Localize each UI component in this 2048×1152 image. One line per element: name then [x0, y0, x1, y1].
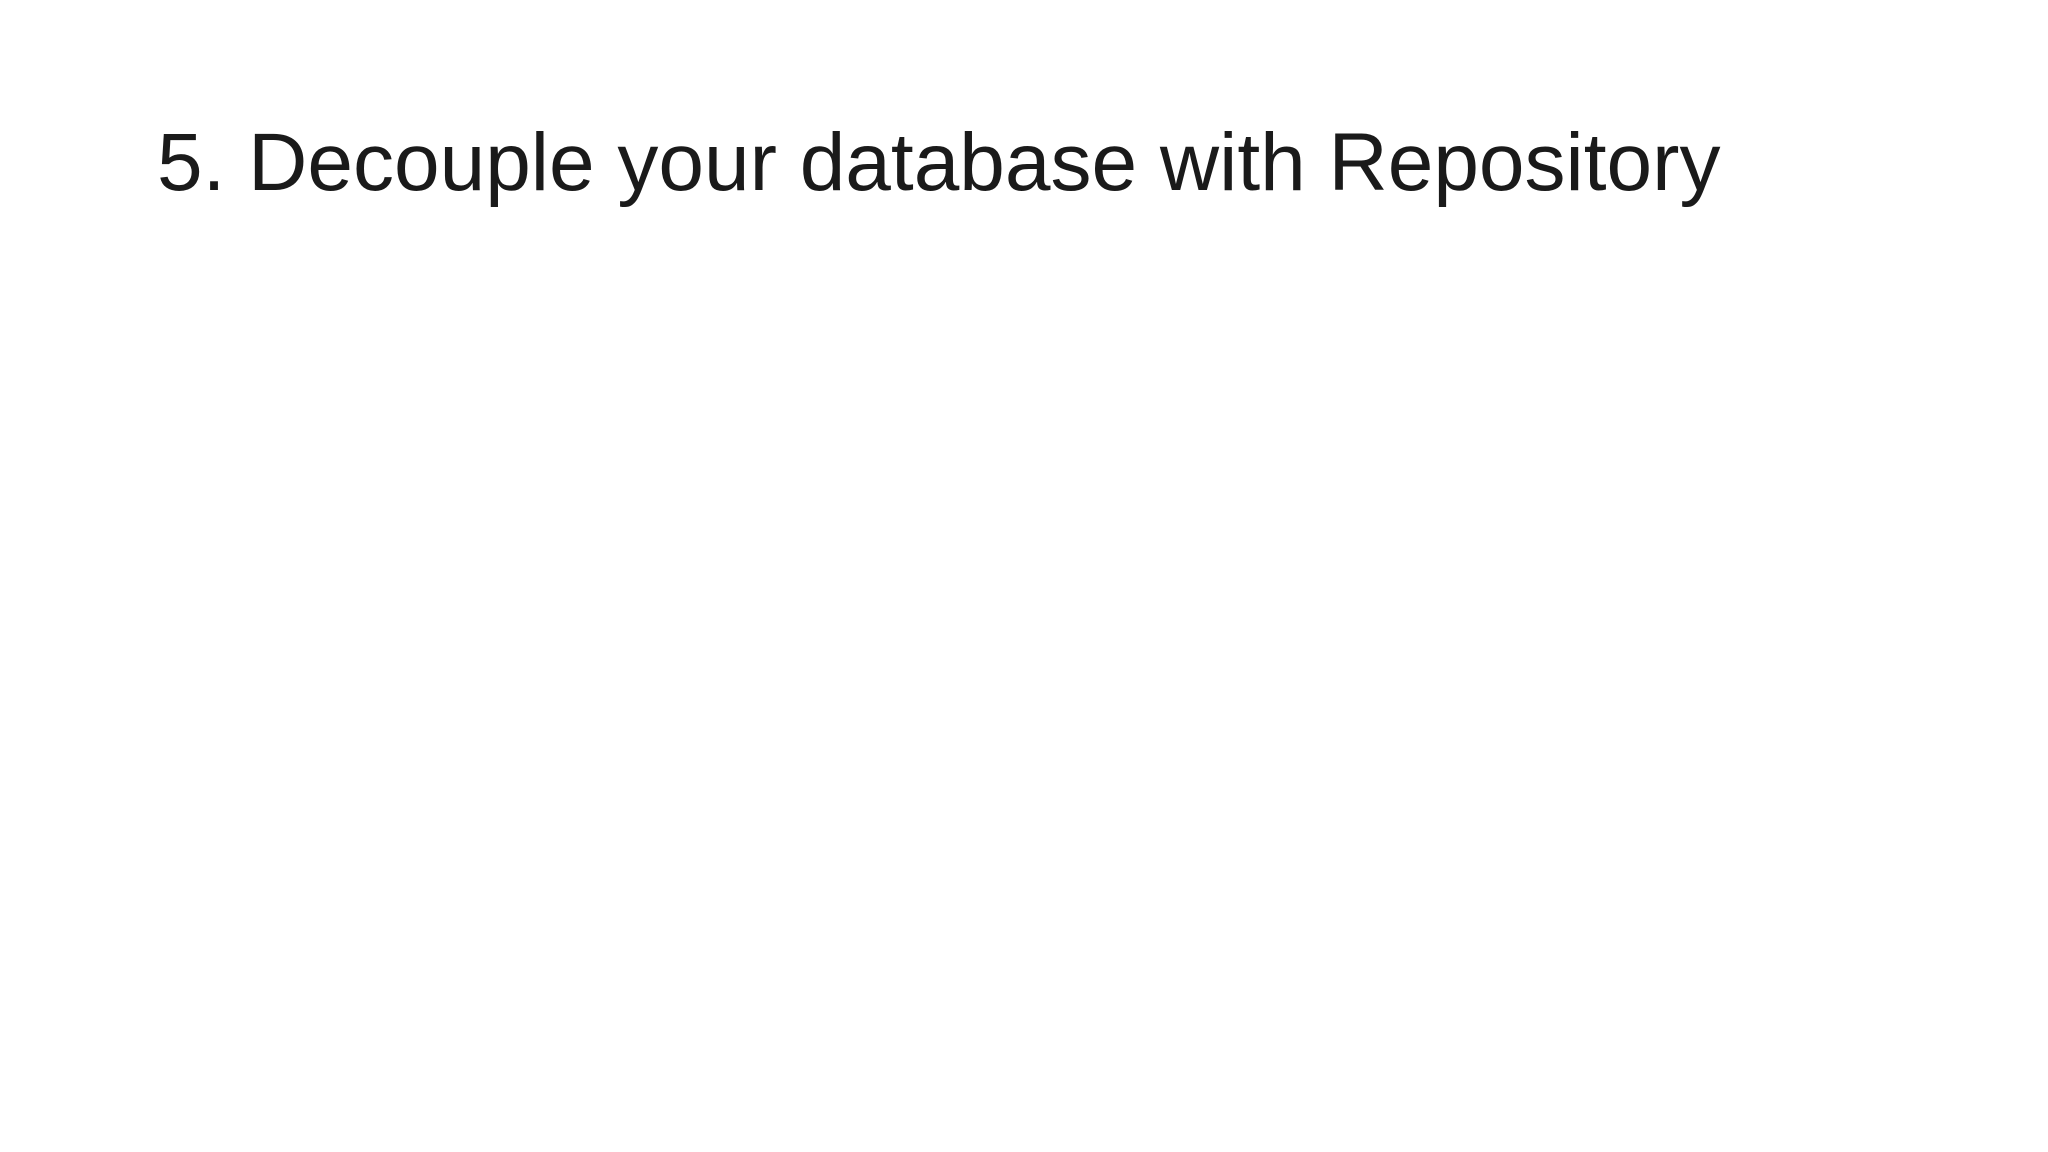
slide-title: 5. Decouple your database with Repositor… [157, 117, 1721, 208]
